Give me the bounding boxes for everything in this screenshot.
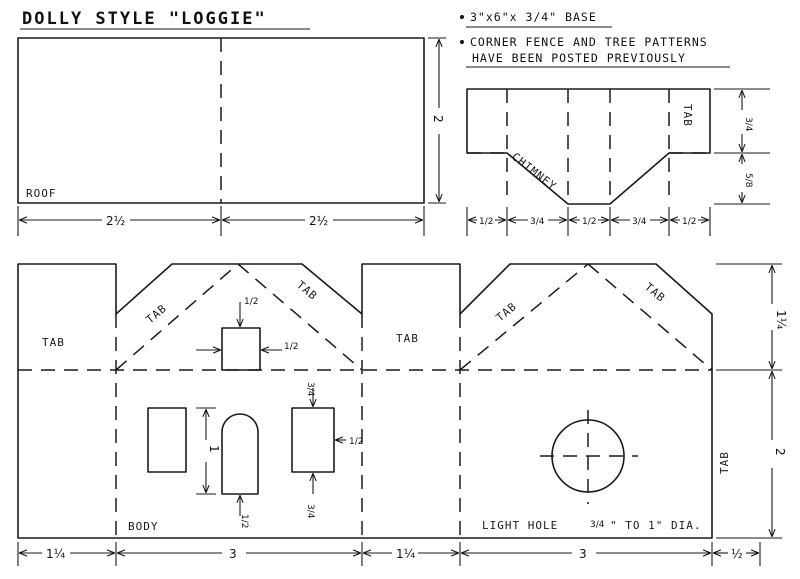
roof-width-right-dim: 2½ xyxy=(309,214,328,228)
note-fence-line2: HAVE BEEN POSTED PREVIOUSLY xyxy=(472,51,686,65)
body-tab-label-back-left: TAB xyxy=(494,300,520,325)
door xyxy=(221,413,259,495)
body-bottom-dim-2: 3 xyxy=(229,547,237,561)
chimney-tab-label: TAB xyxy=(681,104,694,127)
chimney-bottom-dim-2: 3/4 xyxy=(530,217,545,227)
pattern-title: DOLLY STYLE "LOGGIE" xyxy=(22,9,267,29)
door-bottom-dim: 1/2 xyxy=(239,514,249,528)
body-outline xyxy=(17,263,713,539)
body-right-upper-dim: 1¼ xyxy=(774,310,788,330)
chimney-label: CHIMNEY xyxy=(509,150,559,193)
chimney-bottom-dim-4: 3/4 xyxy=(632,217,647,227)
body-bottom-dim-5: ½ xyxy=(731,547,743,561)
window-left xyxy=(147,407,187,473)
roof-width-left-dim: 2½ xyxy=(106,214,125,228)
window-right xyxy=(291,407,335,473)
light-hole-frac: 3/4 xyxy=(590,520,605,530)
door-height-dim: 1 xyxy=(207,445,221,453)
light-hole-suffix: " TO 1" DIA. xyxy=(610,519,701,532)
roof-label: ROOF xyxy=(26,187,57,200)
body-label: BODY xyxy=(128,520,159,533)
gable-window-top-dim: 1/2 xyxy=(244,297,258,307)
window-right-side-dim: 1/2 xyxy=(349,437,363,447)
gable-window xyxy=(221,327,261,371)
body-right-lower-dim: 2 xyxy=(773,448,787,456)
gable-window-side-dim: 1/2 xyxy=(284,342,298,352)
chimney-piece: CHIMNEY TAB 3/4 5/8 1/2 3/4 1/2 3/4 1/2 xyxy=(466,88,770,236)
chimney-upper-height-dim: 3/4 xyxy=(743,117,753,132)
window-right-bottom-dim: 3/4 xyxy=(305,504,315,519)
body-piece: TAB TAB TAB TAB TAB TAB TAB BODY 1/2 1/2… xyxy=(17,263,788,566)
bullet-icon xyxy=(460,40,464,44)
roof-height-dim: 2 xyxy=(431,115,445,123)
body-tab-label-middle: TAB xyxy=(396,332,419,345)
body-tab-label-end: TAB xyxy=(718,451,731,474)
body-tab-label-left: TAB xyxy=(42,336,65,349)
note-base: 3"x6"x 3/4" BASE xyxy=(470,10,597,24)
light-hole-prefix: LIGHT HOLE xyxy=(482,519,558,532)
body-bottom-dim-3: 1¼ xyxy=(396,547,416,561)
chimney-bottom-dim-1: 1/2 xyxy=(479,217,493,227)
body-bottom-dim-1: 1¼ xyxy=(46,547,66,561)
window-right-top-dim: 3/4 xyxy=(305,382,315,397)
chimney-bottom-dim-3: 1/2 xyxy=(582,217,596,227)
roof-piece: ROOF 2 2½ 2½ xyxy=(17,37,446,236)
chimney-lower-height-dim: 5/8 xyxy=(743,173,753,188)
body-tab-label-gable-left: TAB xyxy=(144,302,170,327)
chimney-bottom-dim-5: 1/2 xyxy=(682,217,696,227)
body-bottom-dim-4: 3 xyxy=(579,547,587,561)
body-tab-label-gable-right: TAB xyxy=(294,278,320,303)
notes: 3"x6"x 3/4" BASE CORNER FENCE AND TREE P… xyxy=(460,10,730,68)
bullet-icon xyxy=(460,15,464,19)
body-tab-label-back-right: TAB xyxy=(642,280,668,305)
note-fence-line1: CORNER FENCE AND TREE PATTERNS xyxy=(470,35,708,49)
chimney-outline xyxy=(466,88,711,205)
